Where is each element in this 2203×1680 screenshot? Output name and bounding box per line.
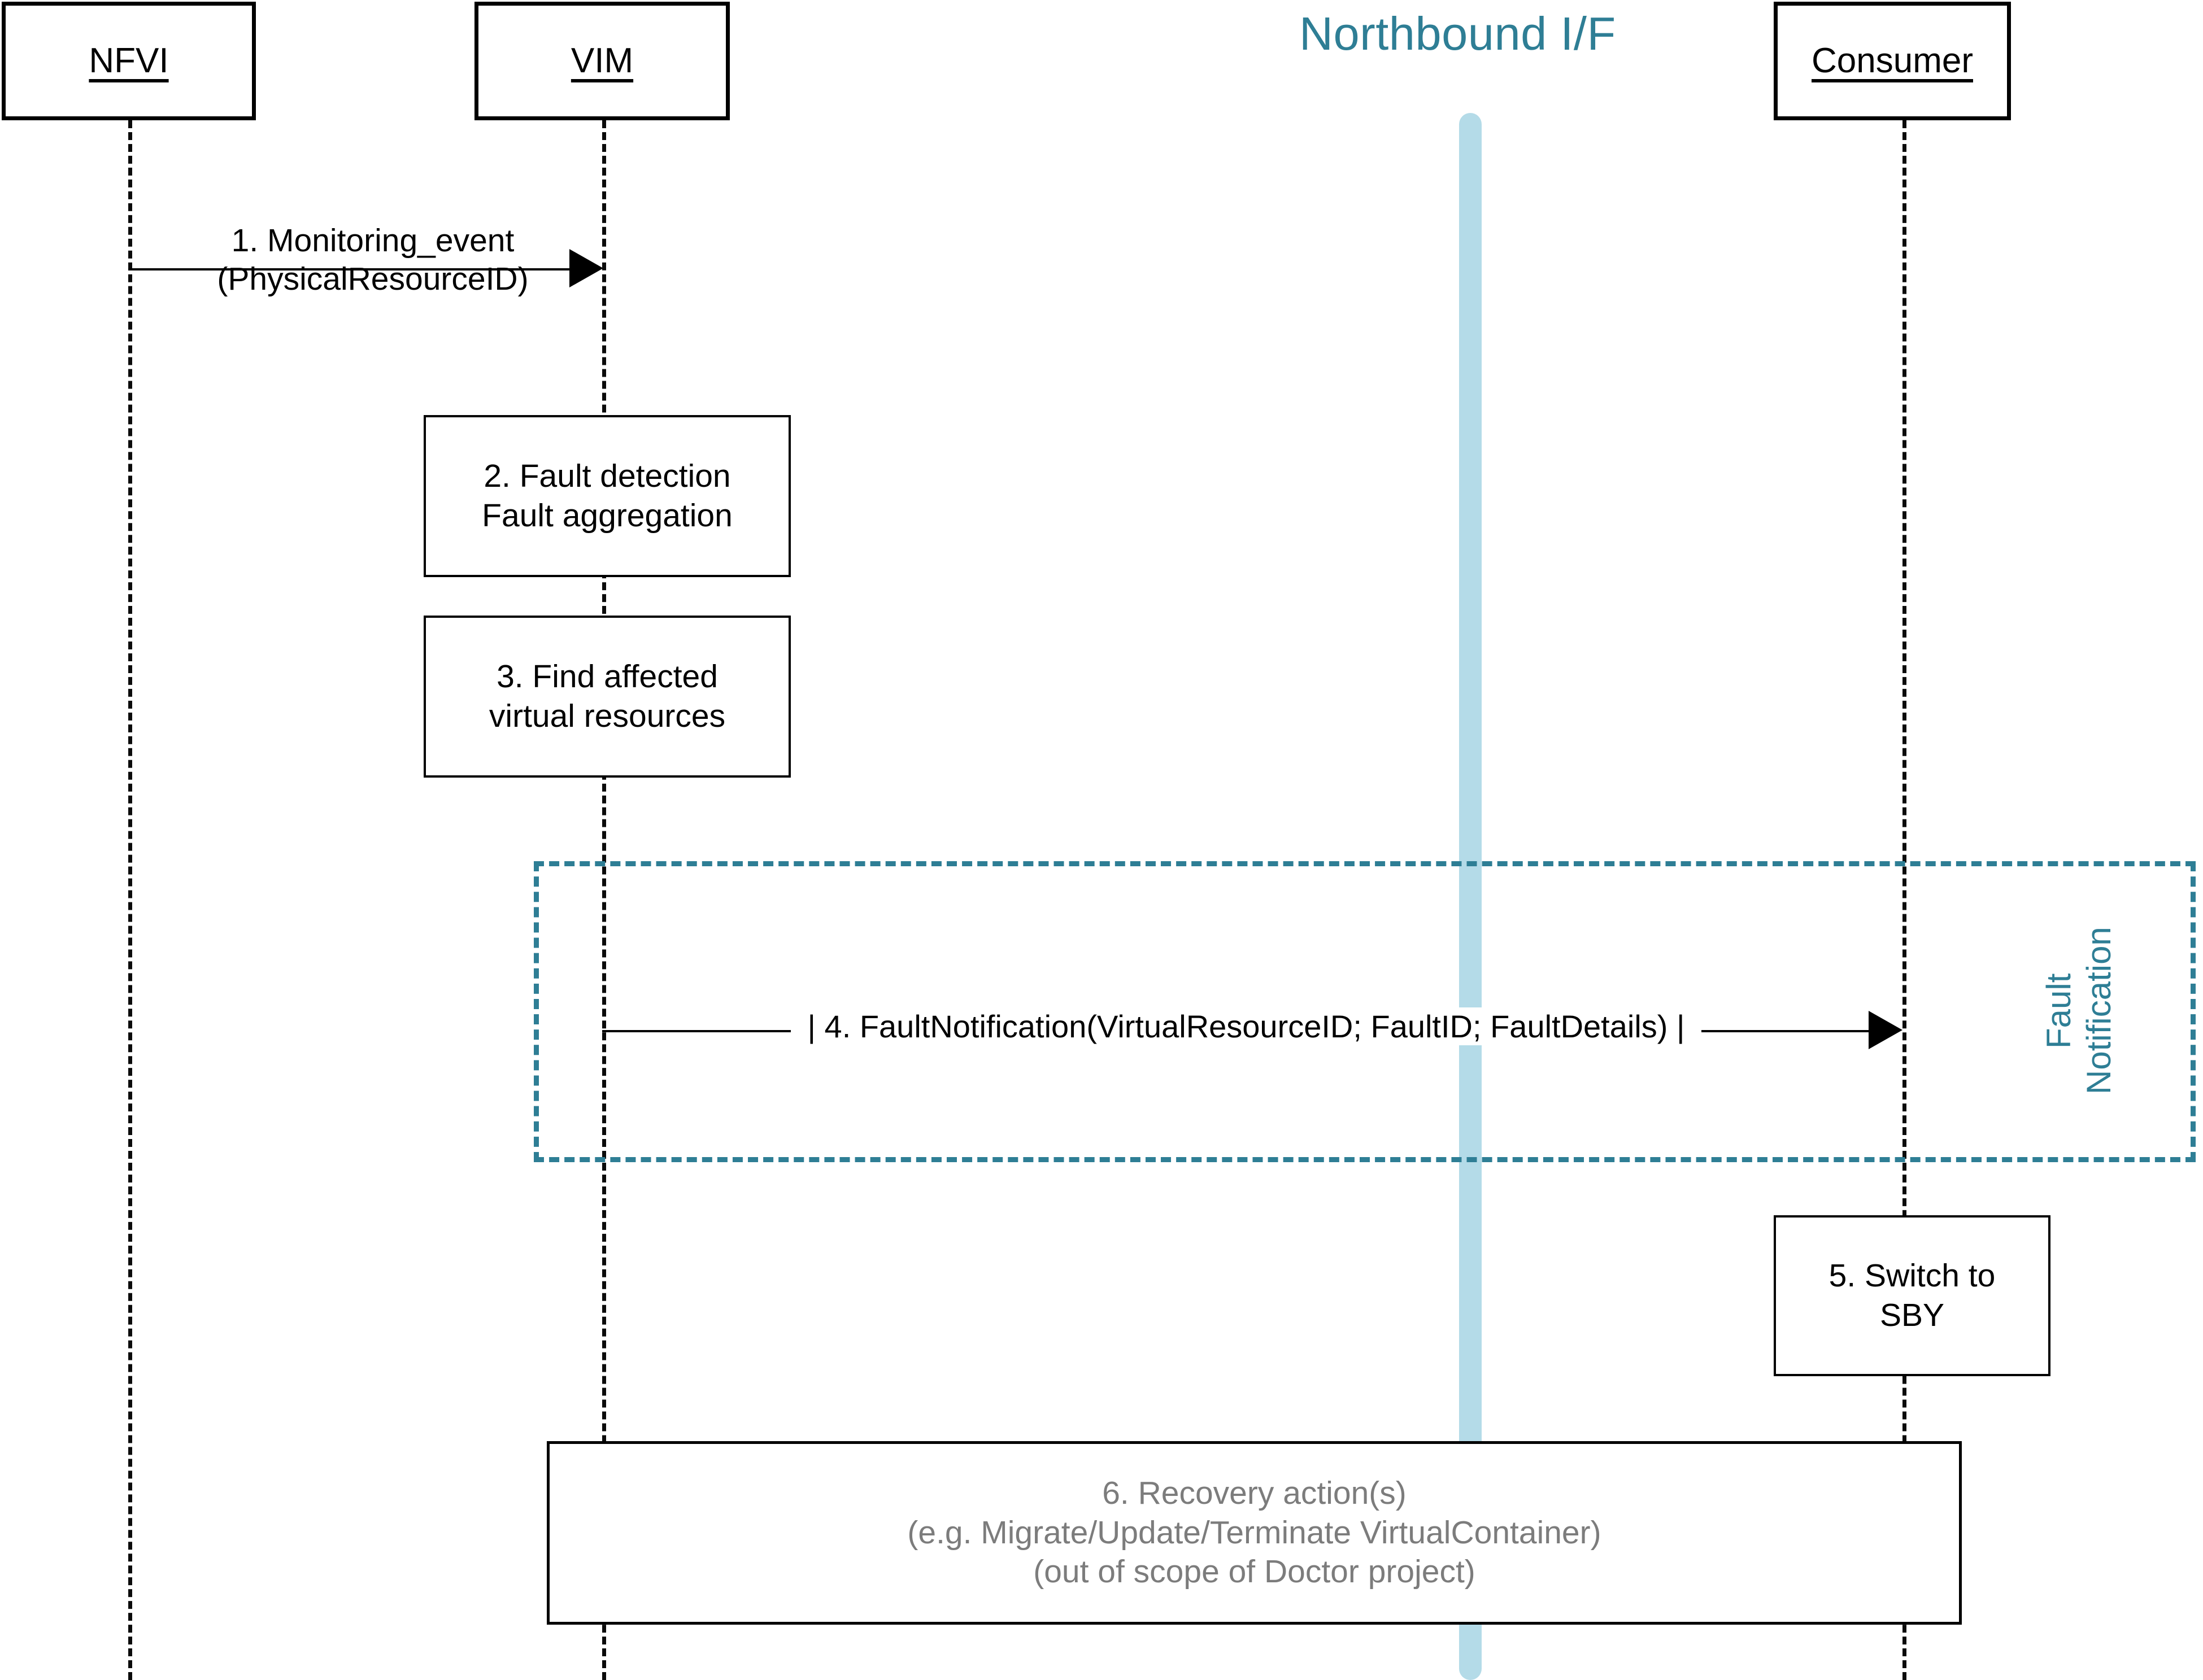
message-1-line [128,268,572,270]
participant-vim[interactable]: VIM [474,2,730,120]
message-4-line-right [1689,1030,1875,1032]
action-box-step-6-line-3: (out of scope of Doctor project) [1033,1554,1475,1590]
action-box-step-2[interactable]: 2. Fault detection Fault aggregation [424,415,791,577]
message-1-label-line2: (PhysicalResourceID) [217,261,529,298]
action-box-step-5-line-2: SBY [1879,1297,1945,1333]
action-box-step-3-line-1: 3. Find affected [497,658,718,695]
action-box-step-2-line-1: 2. Fault detection [484,457,731,494]
message-1-label-line1: 1. Monitoring_event [231,222,515,259]
action-box-step-6[interactable]: 6. Recovery action(s) (e.g. Migrate/Upda… [547,1441,1962,1625]
lifeline-nfvi [128,120,132,1680]
participant-vim-label: VIM [571,41,634,80]
action-box-step-2-line-2: Fault aggregation [482,497,733,534]
participant-nfvi-label: NFVI [89,41,169,80]
action-box-step-3[interactable]: 3. Find affected virtual resources [424,616,791,778]
message-1-label: 1. Monitoring_event (PhysicalResourceID) [175,221,571,299]
fragment-fault-notification-label: Fault Notification [2040,927,2118,1095]
fragment-fault-notification [534,861,2196,1162]
lifeline-vim [602,120,606,1680]
northbound-interface-label: Northbound I/F [1299,7,1616,60]
message-4-arrowhead-icon [1869,1011,1902,1049]
participant-nfvi[interactable]: NFVI [2,2,256,120]
message-4-label: | 4. FaultNotification(VirtualResourceID… [791,1007,1701,1046]
message-4-line-left [602,1030,803,1032]
action-box-step-3-line-2: virtual resources [489,697,726,734]
participant-consumer-label: Consumer [1812,41,1973,80]
action-box-step-5[interactable]: 5. Switch to SBY [1774,1215,2050,1376]
message-1-arrowhead-icon [569,249,603,287]
participant-consumer[interactable]: Consumer [1774,2,2011,120]
northbound-interface-bar [1459,113,1482,1680]
action-box-step-6-line-2: (e.g. Migrate/Update/Terminate VirtualCo… [907,1514,1601,1551]
action-box-step-6-line-1: 6. Recovery action(s) [1102,1475,1407,1512]
lifeline-consumer [1902,120,1906,1680]
action-box-step-5-line-1: 5. Switch to [1828,1257,1996,1294]
